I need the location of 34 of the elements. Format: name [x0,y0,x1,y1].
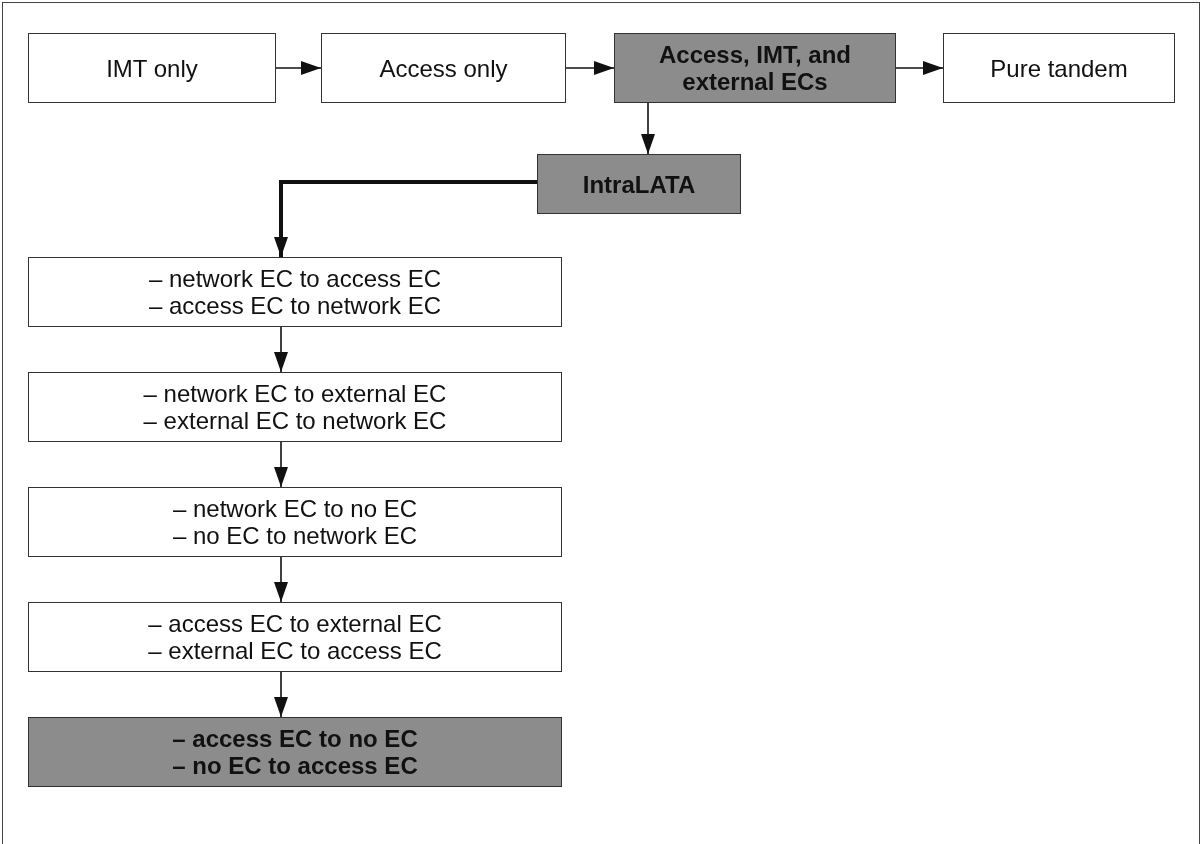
box-label: – network EC to access EC [148,265,442,292]
box-label: IMT only [106,54,198,82]
process-box [28,602,562,672]
box-label: – no EC to access EC [172,752,418,779]
process-box [28,487,562,557]
box-label: – external EC to network EC [143,407,447,434]
arrow [641,102,655,155]
arrow [274,671,288,718]
arrow [274,441,288,488]
box-label: IntraLATA [582,170,696,198]
box-label: Pure tandem [990,54,1128,82]
box-label: – external EC to access EC [148,637,442,664]
box-label: Access only [379,54,508,82]
arrow [565,61,615,75]
process-box [28,717,562,787]
box-label: – no EC to network EC [172,522,418,549]
process-box [28,257,562,327]
process-box [28,33,276,103]
box-label: Access, IMT, and external ECs [657,41,853,95]
arrow [895,61,944,75]
box-label: – access EC to network EC [148,292,442,319]
arrow [275,61,322,75]
box-label: – network EC to no EC [172,495,418,522]
box-label: – network EC to external EC [143,380,447,407]
arrow [274,180,537,257]
process-box [537,154,741,214]
arrow [274,556,288,603]
process-box [943,33,1175,103]
box-label: – access EC to no EC [172,725,418,752]
process-box [321,33,566,103]
process-box [28,372,562,442]
arrow [274,326,288,373]
process-box [614,33,896,103]
box-label: – access EC to external EC [148,610,442,637]
